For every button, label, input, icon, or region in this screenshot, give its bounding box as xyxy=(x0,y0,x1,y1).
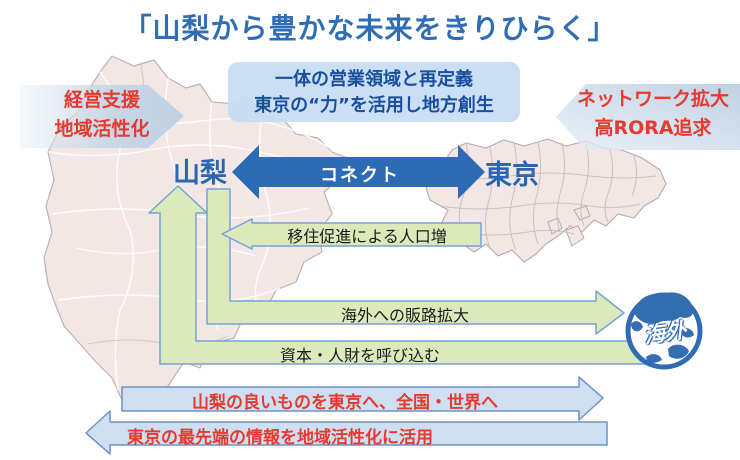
migration-arrow xyxy=(221,218,482,250)
left-callout-line2: 地域活性化 xyxy=(54,118,150,140)
info-flow-label: 東京の最先端の情報を地域活性化に活用 xyxy=(127,428,433,448)
tokyo-label: 東京 xyxy=(485,160,539,191)
right-callout-line2: 高RORA追求 xyxy=(594,117,712,139)
connect-arrow xyxy=(232,145,485,199)
migration-flow-label: 移住促進による人口増 xyxy=(287,227,447,246)
center-definition-box xyxy=(228,62,520,122)
connect-label: コネクト xyxy=(320,165,400,186)
left-callout-arrow xyxy=(20,85,184,148)
right-callout-line1: ネットワーク拡大 xyxy=(576,88,729,110)
center-box-line1: 一体の営業領域と再定義 xyxy=(275,69,473,90)
center-box-line2: 東京の“力”を活用し地方創生 xyxy=(254,95,494,116)
info-flow-arrow xyxy=(85,410,608,455)
overseas-sales-flow-label: 海外への販路拡大 xyxy=(340,306,469,325)
capital-talent-flow-label: 資本・人財を呼び込む xyxy=(279,346,440,365)
left-callout-text: 経営支援 地域活性化 xyxy=(22,86,182,144)
right-callout-arrow xyxy=(556,84,740,150)
goods-flow-arrow xyxy=(121,376,604,421)
yamanashi-label: 山梨 xyxy=(173,158,227,189)
center-box-text: 一体の営業領域と再定義 東京の“力”を活用し地方創生 xyxy=(228,67,520,119)
goods-flow-label: 山梨の良いものを東京へ、全国・世界へ xyxy=(192,393,498,413)
overseas-sales-arrow xyxy=(206,188,625,335)
left-callout-line1: 経営支援 xyxy=(63,89,140,111)
overseas-globe-icon xyxy=(625,292,703,370)
page-title: 「山梨から豊かな未来をきりひらく」 xyxy=(123,12,617,45)
right-callout-text: ネットワーク拡大 高RORA追求 xyxy=(572,85,734,143)
